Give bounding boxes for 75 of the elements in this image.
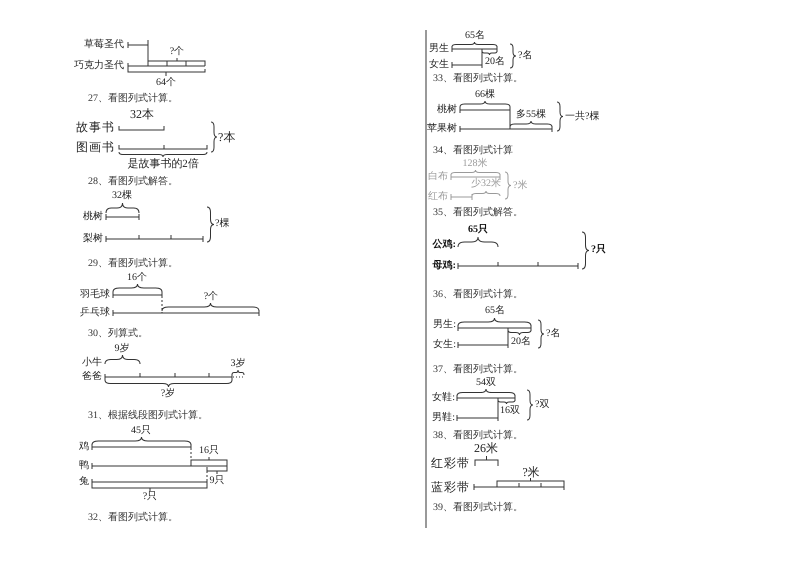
unknown-quantity-label: ?棵 (215, 218, 230, 230)
segment-name: 男生: (433, 319, 456, 331)
unknown-quantity-label: ?只 (591, 244, 606, 256)
segment-name: 公鸡: (432, 239, 456, 251)
quantity-label: 9岁 (114, 343, 130, 355)
quantity-label: 65只 (468, 224, 488, 236)
segment-name: 女鞋: (432, 392, 455, 404)
segment-name: 巧克力圣代 (74, 60, 124, 72)
quantity-label: 少32米 (471, 178, 501, 190)
quantity-label: 多55棵 (516, 109, 546, 121)
quantity-label: 是故事书的2倍 (127, 158, 199, 172)
segment-name: 图画书 (76, 140, 115, 154)
quantity-label: 26米 (474, 441, 498, 456)
unknown-quantity-label: ?米 (522, 465, 540, 480)
question-prompt: 35、看图列式解答。 (433, 207, 523, 219)
segment-name: 梨树 (83, 233, 103, 245)
segment-name: 鸭 (79, 460, 89, 472)
question-prompt: 28、看图列式解答。 (88, 176, 178, 188)
question-prompt: 33、看图列式计算。 (433, 73, 523, 85)
segment-name: 爸爸 (82, 371, 102, 383)
segment-name: 女生: (433, 339, 456, 351)
quantity-label: 45只 (131, 425, 151, 437)
segment-name: 乒乓球 (80, 307, 110, 319)
quantity-label: 128米 (462, 158, 488, 170)
segment-name: 苹果树 (427, 123, 457, 135)
segment-name: 白布 (428, 171, 448, 183)
segment-name: 女生 (429, 59, 449, 71)
question-prompt: 37、看图列式计算。 (433, 364, 523, 376)
quantity-label: 66棵 (475, 89, 495, 101)
question-prompt: 31、根据线段图列式计算。 (88, 410, 208, 422)
segment-name: 红彩带 (431, 456, 470, 470)
unknown-quantity-label: ?只 (142, 491, 158, 503)
question-prompt: 36、看图列式计算。 (433, 289, 523, 301)
quantity-label: 20名 (511, 336, 531, 348)
unknown-quantity-label: ?个 (204, 291, 218, 303)
quantity-label: 65名 (485, 305, 505, 317)
question-prompt: 34、看图列式计算 (433, 145, 513, 157)
unknown-quantity-label: ?米 (513, 180, 528, 192)
segment-name: 红布 (428, 191, 448, 203)
quantity-label: 9只 (210, 475, 224, 487)
unknown-quantity-label: 一共?棵 (565, 111, 600, 123)
question-prompt: 38、看图列式计算。 (433, 430, 523, 442)
question-prompt: 32、看图列式计算。 (88, 512, 178, 524)
unknown-quantity-label: ?名 (546, 328, 560, 340)
unknown-quantity-label: ?双 (535, 399, 550, 411)
segment-name: 兔 (79, 476, 89, 488)
quantity-label: 3岁 (230, 358, 246, 370)
segment-name: 男鞋: (432, 412, 455, 424)
quantity-label: 32棵 (112, 190, 132, 202)
quantity-label: 54双 (476, 377, 496, 389)
segment-name: 桃树 (437, 104, 457, 116)
segment-name: 草莓圣代 (84, 39, 124, 51)
quantity-label: 16双 (500, 405, 520, 417)
segment-name: 桃树 (83, 211, 103, 223)
quantity-label: 64个 (156, 77, 176, 89)
unknown-quantity-label: ?个 (170, 46, 184, 58)
quantity-label: 16个 (127, 272, 147, 284)
unknown-quantity-label: ?名 (518, 50, 532, 62)
question-prompt: 39、看图列式计算。 (433, 502, 523, 514)
unknown-quantity-label: ?本 (218, 130, 236, 144)
segment-name: 鸡 (79, 441, 89, 453)
question-prompt: 29、看图列式计算。 (88, 258, 178, 270)
quantity-label: 20名 (485, 56, 505, 68)
quantity-label: 65名 (465, 30, 485, 42)
segment-name: 男生 (429, 43, 449, 55)
question-prompt: 30、列算式。 (88, 328, 148, 340)
segment-name: 故事书 (76, 120, 115, 134)
segment-name: 母鸡: (432, 260, 456, 272)
question-prompt: 27、看图列式计算。 (88, 93, 178, 105)
quantity-label: 16只 (199, 445, 219, 457)
unknown-quantity-label: ?岁 (160, 388, 176, 400)
quantity-label: 32本 (130, 107, 154, 122)
segment-name: 蓝彩带 (431, 480, 470, 494)
segment-name: 羽毛球 (80, 289, 110, 301)
segment-name: 小牛 (82, 357, 102, 369)
